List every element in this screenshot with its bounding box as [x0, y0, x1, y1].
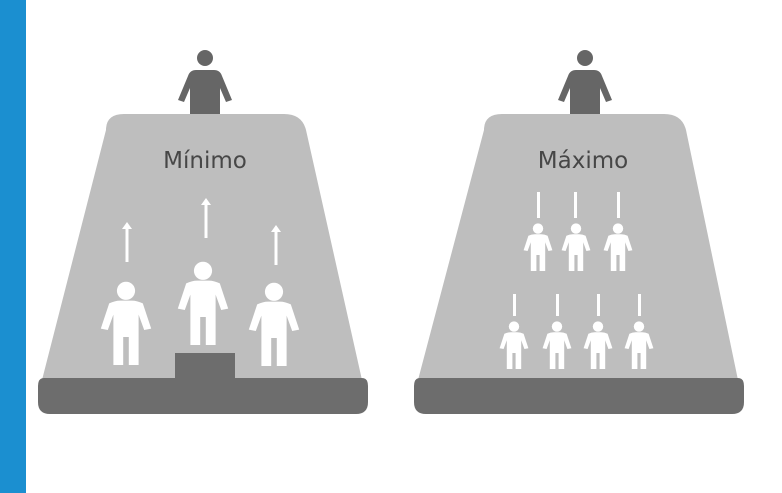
minimo-label: Mínimo [163, 148, 247, 174]
arrow-up-icon [556, 294, 559, 316]
base-left [38, 378, 368, 414]
arrow-up-icon [617, 192, 620, 218]
arrow-up-icon [638, 294, 641, 316]
maximo-label: Máximo [538, 148, 628, 174]
pedestal-icon [175, 353, 235, 381]
base-right [414, 378, 744, 414]
arrow-up-icon [537, 192, 540, 218]
arrow-up-icon [513, 294, 516, 316]
maximo-group: Máximo [414, 50, 744, 414]
minimo-group: Mínimo [38, 50, 368, 414]
leader-icon-left [178, 50, 232, 114]
leader-icon-right [558, 50, 612, 114]
arrow-up-icon [597, 294, 600, 316]
arrow-up-icon [574, 192, 577, 218]
